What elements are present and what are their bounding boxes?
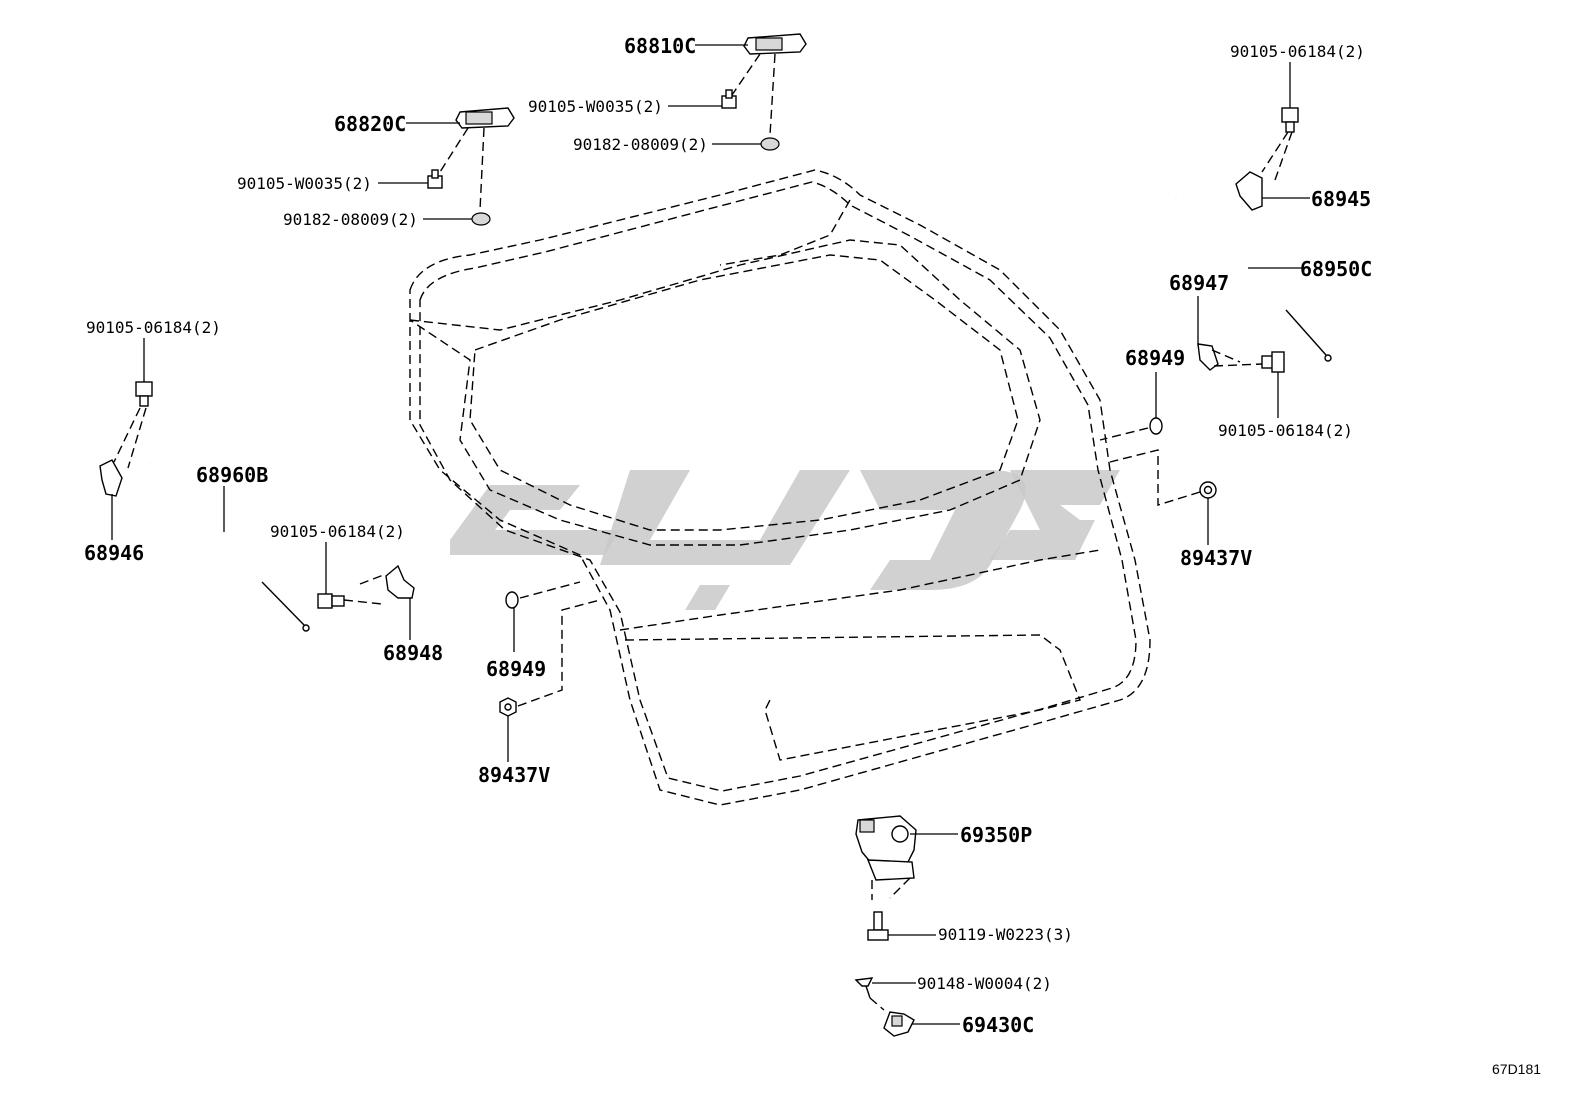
bracket-68946[interactable] bbox=[99, 459, 123, 497]
bolt-90105-06184-m[interactable] bbox=[317, 573, 387, 609]
label-90182-08009-top: 90182-08009(2) bbox=[573, 135, 708, 154]
label-90119-w0223: 90119-W0223(3) bbox=[938, 925, 1073, 944]
label-90148-w0004: 90148-W0004(2) bbox=[917, 974, 1052, 993]
nut-89437v-right[interactable] bbox=[1109, 449, 1217, 506]
label-68810c: 68810C bbox=[624, 34, 696, 58]
nut-89437v-left[interactable] bbox=[499, 599, 601, 717]
back-door-outline bbox=[409, 169, 1151, 806]
label-68949-left: 68949 bbox=[486, 657, 546, 681]
bolt-90105-06184-l[interactable] bbox=[113, 381, 153, 469]
label-68946: 68946 bbox=[84, 541, 144, 565]
label-89437v-right: 89437V bbox=[1180, 546, 1252, 570]
watermark-logo bbox=[450, 470, 1120, 610]
label-90105-06184-r: 90105-06184(2) bbox=[1218, 421, 1353, 440]
lock-assy-69350p[interactable] bbox=[855, 815, 917, 900]
label-68820c: 68820C bbox=[334, 112, 406, 136]
label-90105-06184-tr: 90105-06184(2) bbox=[1230, 42, 1365, 61]
screw-90148-w0004[interactable] bbox=[854, 977, 885, 1011]
label-69430c: 69430C bbox=[962, 1013, 1034, 1037]
nut-90182-08009-top[interactable] bbox=[760, 137, 780, 151]
cushion-68949-left[interactable] bbox=[505, 581, 581, 609]
switch-69430c[interactable] bbox=[883, 1011, 915, 1037]
screw-90119-w0223[interactable] bbox=[867, 911, 889, 941]
stay-assy-68950c[interactable] bbox=[1175, 197, 1332, 362]
cushion-68949-right[interactable] bbox=[1099, 417, 1163, 441]
label-68948: 68948 bbox=[383, 641, 443, 665]
bracket-68945[interactable] bbox=[1235, 171, 1263, 211]
bracket-68948[interactable] bbox=[385, 564, 415, 599]
label-89437v-left: 89437V bbox=[478, 763, 550, 787]
label-90105-06184-m: 90105-06184(2) bbox=[270, 522, 405, 541]
label-68960b: 68960B bbox=[196, 463, 268, 487]
bracket-68947[interactable] bbox=[1197, 343, 1263, 371]
label-90105-06184-l: 90105-06184(2) bbox=[86, 318, 221, 337]
label-90105-w0035-top: 90105-W0035(2) bbox=[528, 97, 663, 116]
bolt-90105-06184-tr[interactable] bbox=[1261, 107, 1299, 181]
label-68950c: 68950C bbox=[1300, 257, 1372, 281]
bolt-90105-w0035-top[interactable] bbox=[721, 89, 737, 109]
diagram-code: 67D181 bbox=[1492, 1061, 1541, 1077]
label-90105-w0035-left: 90105-W0035(2) bbox=[237, 174, 372, 193]
label-68945: 68945 bbox=[1311, 187, 1371, 211]
hinge-68810c[interactable] bbox=[731, 33, 807, 136]
hinge-68820c[interactable] bbox=[439, 107, 515, 211]
bolt-90105-06184-r[interactable] bbox=[1261, 351, 1285, 373]
label-68947: 68947 bbox=[1169, 271, 1229, 295]
label-68949-right: 68949 bbox=[1125, 346, 1185, 370]
bolt-90105-w0035-left[interactable] bbox=[427, 169, 443, 189]
nut-90182-08009-left[interactable] bbox=[471, 212, 491, 226]
label-90182-08009-left: 90182-08009(2) bbox=[283, 210, 418, 229]
stay-assy-68960b[interactable] bbox=[149, 463, 310, 632]
label-69350p: 69350P bbox=[960, 823, 1032, 847]
